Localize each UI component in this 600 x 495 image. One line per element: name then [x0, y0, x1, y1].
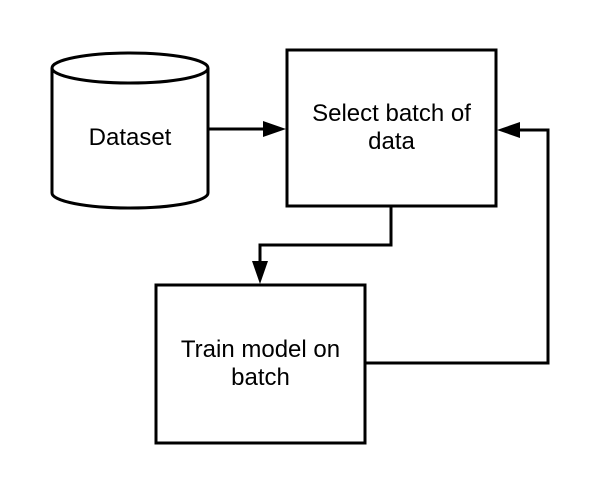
cylinder-top-rim: [50, 67, 210, 85]
dataset-cylinder-shape: [50, 51, 210, 210]
edge-select-to-train: [252, 206, 393, 284]
train-model-box: [154, 283, 367, 445]
arrowhead-down: [252, 261, 268, 284]
arrowhead-right: [263, 121, 286, 137]
edge-line: [258, 206, 393, 264]
edge-train-to-select: [365, 122, 550, 365]
select-batch-box: [285, 48, 498, 208]
arrowhead-left: [497, 122, 520, 138]
edge-dataset-to-select: [208, 121, 286, 137]
cylinder-body: [50, 51, 210, 210]
edge-line: [365, 128, 550, 365]
